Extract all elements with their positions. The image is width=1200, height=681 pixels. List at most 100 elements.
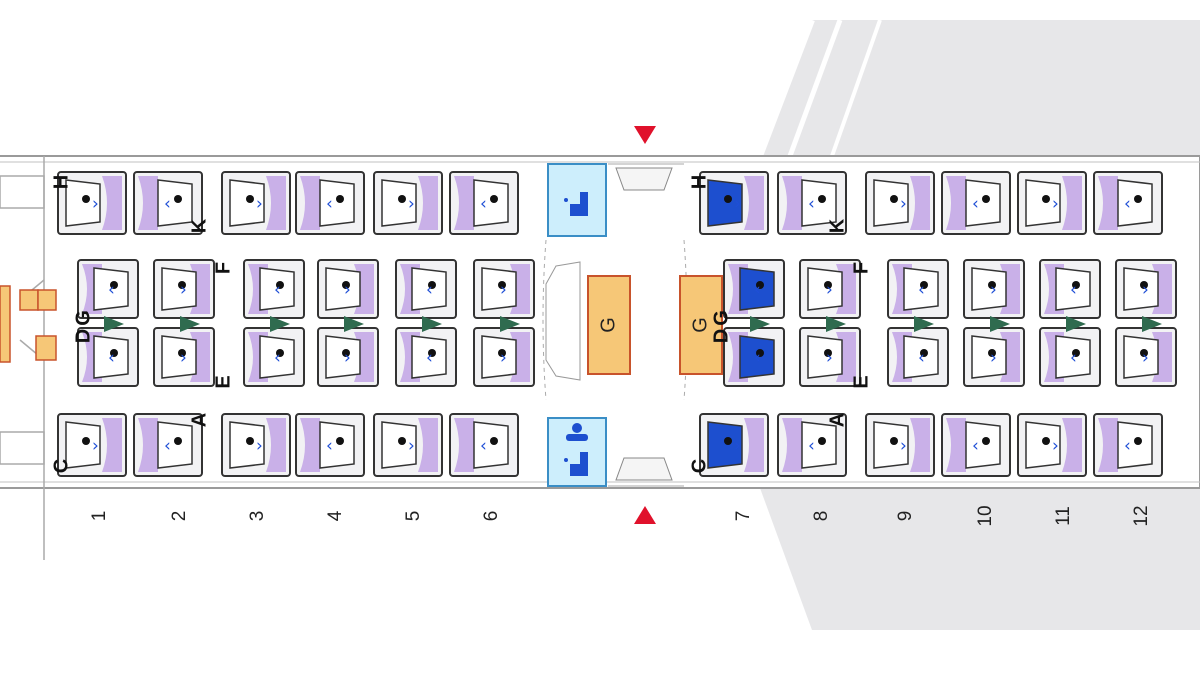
seat[interactable]: ‹: [1093, 171, 1163, 235]
seat-letter-label: H: [688, 175, 710, 189]
seat-letter-label: C: [688, 459, 710, 473]
seat[interactable]: ‹: [395, 259, 457, 319]
lavatory-icon: [564, 192, 588, 216]
seat[interactable]: ›: [1017, 171, 1087, 235]
seat[interactable]: ‹: [887, 259, 949, 319]
row-number-label: 2: [169, 511, 190, 522]
direction-chevron-icon: ‹: [972, 194, 979, 214]
seat[interactable]: ‹: [133, 171, 203, 235]
seat[interactable]: ‹: [1093, 413, 1163, 477]
direction-chevron-icon: ‹: [808, 436, 815, 456]
seat[interactable]: ›: [865, 171, 935, 235]
seat[interactable]: ‹: [887, 327, 949, 387]
direction-chevron-icon: ›: [734, 194, 741, 214]
direction-chevron-icon: ›: [344, 280, 351, 300]
seat[interactable]: ›: [373, 171, 443, 235]
seat-letter-label: K: [188, 218, 210, 233]
galley-right: G: [679, 275, 723, 375]
centre-arrow-icon: [500, 316, 520, 332]
row-number-label: 3: [247, 511, 268, 522]
seat-letter-label: A: [188, 413, 210, 427]
seat-letter-label: E: [850, 375, 872, 388]
seat-grid: ››‹‹‹‹››››‹‹‹‹››››‹‹‹‹››››‹‹‹‹››››‹‹‹‹››…: [57, 171, 1177, 477]
direction-chevron-icon: ›: [500, 348, 507, 368]
direction-chevron-icon: ›: [500, 280, 507, 300]
seat[interactable]: ›: [153, 259, 215, 319]
seat[interactable]: ›: [865, 413, 935, 477]
row-number-label: 4: [325, 510, 346, 521]
seat[interactable]: ›: [153, 327, 215, 387]
seat[interactable]: ›: [373, 413, 443, 477]
row-number-label: 11: [1053, 506, 1074, 526]
seat[interactable]: ›: [57, 171, 127, 235]
seat-letter-label: D: [72, 329, 94, 343]
seat[interactable]: ‹: [449, 413, 519, 477]
wing-shape: [760, 20, 1200, 156]
row-number-label: 5: [403, 511, 424, 522]
seat[interactable]: ‹: [941, 171, 1011, 235]
seat[interactable]: ‹: [1039, 259, 1101, 319]
seat-letter-label: A: [826, 413, 848, 427]
seat[interactable]: ‹: [723, 259, 785, 319]
seat[interactable]: ‹: [243, 327, 305, 387]
direction-chevron-icon: ›: [734, 436, 741, 456]
seat-letter-label: F: [212, 262, 234, 274]
seat[interactable]: ›: [317, 259, 379, 319]
galley-left: G: [587, 275, 631, 375]
direction-chevron-icon: ‹: [1124, 194, 1131, 214]
direction-chevron-icon: ‹: [808, 194, 815, 214]
seat[interactable]: ‹: [777, 413, 847, 477]
direction-chevron-icon: ‹: [1070, 280, 1077, 300]
seat[interactable]: ‹: [941, 413, 1011, 477]
seat[interactable]: ›: [221, 171, 291, 235]
direction-chevron-icon: ›: [256, 194, 263, 214]
seat[interactable]: ›: [1115, 327, 1177, 387]
seat[interactable]: ›: [473, 259, 535, 319]
centre-arrow-icon: [990, 316, 1010, 332]
seat[interactable]: ›: [221, 413, 291, 477]
direction-chevron-icon: ‹: [754, 280, 761, 300]
direction-chevron-icon: ‹: [164, 436, 171, 456]
seat[interactable]: ‹: [723, 327, 785, 387]
seat[interactable]: ‹: [133, 413, 203, 477]
centre-arrow-icon: [750, 316, 770, 332]
exit-marker-icon: [634, 506, 656, 524]
direction-chevron-icon: ›: [900, 194, 907, 214]
seat[interactable]: ›: [799, 327, 861, 387]
seat[interactable]: ‹: [77, 259, 139, 319]
seat[interactable]: ‹: [243, 259, 305, 319]
seat[interactable]: ›: [799, 259, 861, 319]
centre-arrow-icon: [104, 316, 124, 332]
seat[interactable]: ›: [699, 413, 769, 477]
centre-arrow-icon: [422, 316, 442, 332]
centre-arrow-icon: [1066, 316, 1086, 332]
seat[interactable]: ‹: [395, 327, 457, 387]
direction-chevron-icon: ‹: [480, 436, 487, 456]
direction-chevron-icon: ‹: [1070, 348, 1077, 368]
seat[interactable]: ›: [699, 171, 769, 235]
baby-changing-icon: [566, 423, 588, 441]
seat[interactable]: ›: [317, 327, 379, 387]
direction-chevron-icon: ‹: [274, 348, 281, 368]
direction-chevron-icon: ›: [92, 436, 99, 456]
seat[interactable]: ›: [473, 327, 535, 387]
direction-chevron-icon: ›: [180, 280, 187, 300]
seat[interactable]: ›: [963, 327, 1025, 387]
seat[interactable]: ‹: [777, 171, 847, 235]
seat[interactable]: ‹: [449, 171, 519, 235]
seat[interactable]: ‹: [1039, 327, 1101, 387]
centre-arrow-icon: [270, 316, 290, 332]
row-number-label: 6: [481, 511, 502, 522]
seat[interactable]: ‹: [77, 327, 139, 387]
seat[interactable]: ‹: [295, 171, 365, 235]
seat[interactable]: ›: [1017, 413, 1087, 477]
seat[interactable]: ›: [1115, 259, 1177, 319]
seat[interactable]: ‹: [295, 413, 365, 477]
seat[interactable]: ›: [57, 413, 127, 477]
seat[interactable]: ›: [963, 259, 1025, 319]
row-number-label: 9: [895, 511, 916, 522]
direction-chevron-icon: ›: [92, 194, 99, 214]
